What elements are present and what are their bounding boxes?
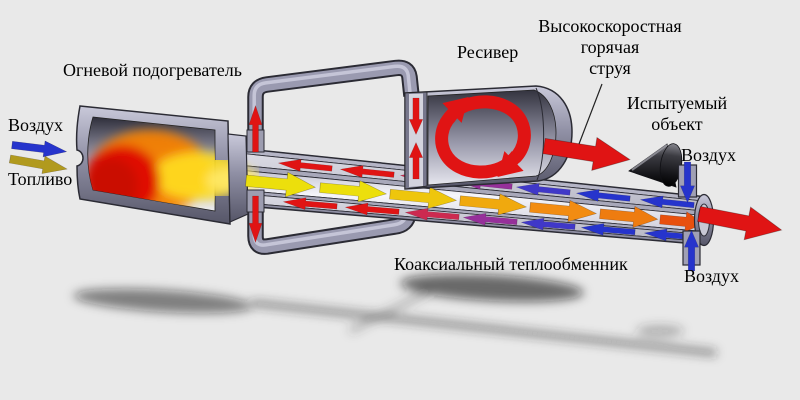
label-test-object: Испытуемый объект (622, 93, 732, 135)
label-air-inlet: Воздух (8, 115, 63, 135)
top-loop-pipe (247, 59, 420, 150)
label-test-object-line1: Испытуемый (626, 93, 728, 113)
recirculation-arrow-icon (435, 87, 531, 187)
label-hot-jet-line3: струя (589, 58, 631, 78)
label-hot-jet-line1: Высокоскоростная (538, 16, 682, 36)
air-inlet-arrow-icon (10, 136, 69, 161)
label-test-object-line2: объект (651, 114, 703, 134)
label-hot-jet: Высокоскоростная горячая струя (536, 16, 684, 79)
label-hot-jet-line2: горячая (580, 37, 640, 57)
label-fuel: Топливо (8, 169, 73, 189)
test-object-cone (628, 143, 683, 188)
label-heat-exchanger: Коаксиальный теплообменник (394, 254, 628, 274)
label-receiver: Ресивер (457, 42, 519, 62)
heater-exit-flange (227, 133, 249, 223)
receiver-inlet-channel-bore (409, 93, 423, 187)
hot-jet-leader-line (578, 83, 603, 145)
label-air-bottom: Воздух (684, 266, 739, 286)
fire-heater (75, 105, 259, 225)
ground-shadow (73, 274, 717, 357)
receiver (404, 85, 573, 190)
label-air-top: Воздух (681, 145, 736, 165)
receiver-cap-edge (535, 87, 545, 181)
label-fire-heater: Огневой подогреватель (63, 60, 242, 80)
